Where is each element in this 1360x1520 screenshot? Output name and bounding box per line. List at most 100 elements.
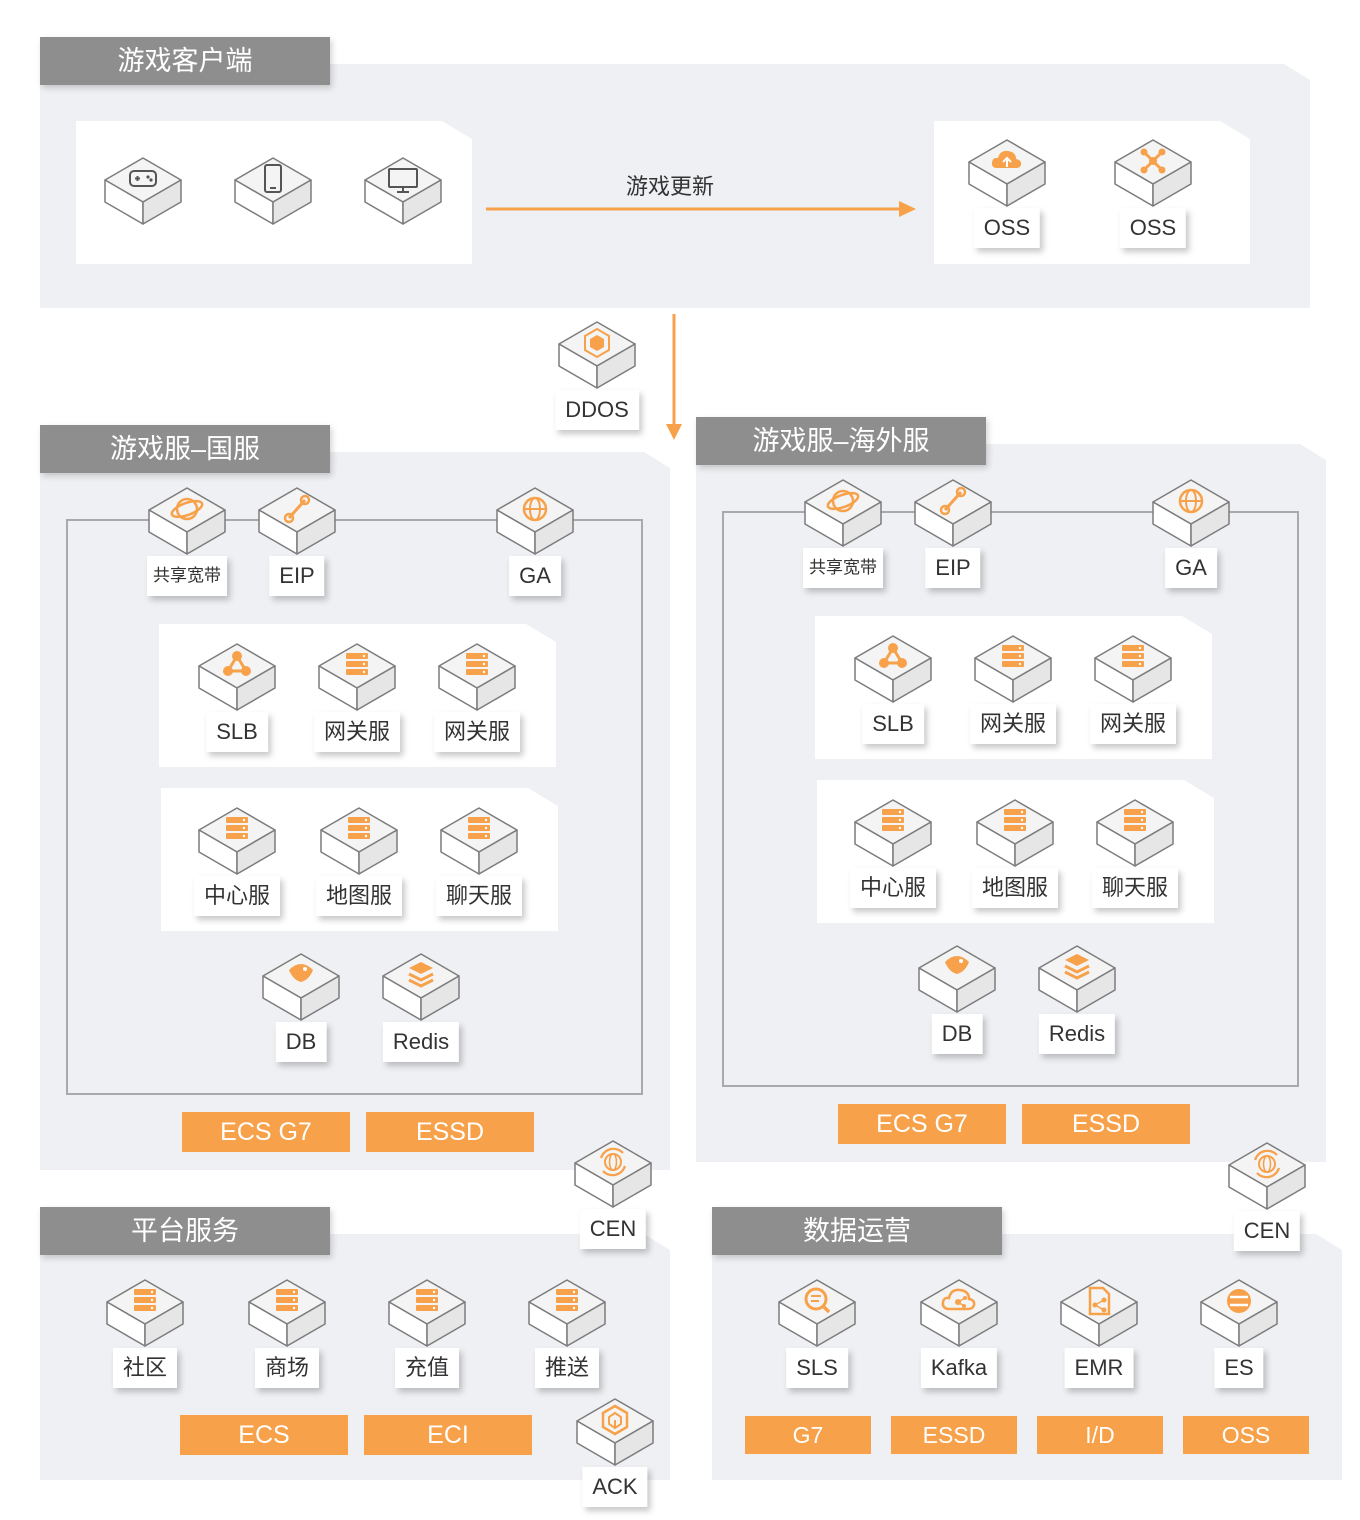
- phone-icon: [231, 154, 315, 230]
- platform-recharge-node[interactable]: 充值: [385, 1276, 469, 1388]
- node-label: OSS: [973, 208, 1041, 248]
- server-icon: [1091, 632, 1175, 708]
- cn-ga-node[interactable]: GA: [493, 484, 577, 596]
- globe-cycle-icon: [571, 1137, 655, 1213]
- overseas-redis-node[interactable]: Redis: [1035, 942, 1119, 1054]
- globe-cycle-icon: [1225, 1139, 1309, 1215]
- node-label: 地图服: [315, 876, 403, 916]
- gamepad-node[interactable]: [101, 154, 185, 230]
- node-label: 社区: [112, 1348, 178, 1388]
- node-label: ACK: [582, 1467, 648, 1507]
- node-label: SLB: [862, 704, 924, 744]
- ops-tag-oss: OSS: [1183, 1416, 1309, 1454]
- cn-center-node[interactable]: 中心服: [193, 804, 281, 916]
- oss-node-2[interactable]: OSS: [1111, 136, 1195, 248]
- link-icon: [255, 484, 339, 560]
- orbit-icon: [801, 476, 885, 552]
- platform-tag-eci: ECI: [364, 1415, 532, 1455]
- database-icon: [915, 942, 999, 1018]
- overseas-tag-ecs: ECS G7: [838, 1104, 1006, 1144]
- overseas-server-title: 游戏服–海外服: [696, 417, 986, 465]
- document-share-icon: [1057, 1276, 1141, 1352]
- node-label: 网关服: [313, 712, 401, 752]
- globe-icon: [1149, 476, 1233, 552]
- platform-mall-node[interactable]: 商场: [245, 1276, 329, 1388]
- overseas-eip-node[interactable]: EIP: [911, 476, 995, 588]
- node-label: GA: [509, 556, 561, 596]
- server-icon: [437, 804, 521, 880]
- overseas-ga-node[interactable]: GA: [1149, 476, 1233, 588]
- overseas-db-node[interactable]: DB: [915, 942, 999, 1054]
- cn-gateway-node-1[interactable]: 网关服: [313, 640, 401, 752]
- node-label: 充值: [394, 1348, 460, 1388]
- node-label: EMR: [1064, 1348, 1134, 1388]
- ops-sls-node[interactable]: SLS: [775, 1276, 859, 1388]
- overseas-bandwidth-node[interactable]: 共享宽带: [801, 476, 885, 588]
- platform-title: 平台服务: [40, 1207, 330, 1255]
- cn-gateway-node-2[interactable]: 网关服: [433, 640, 521, 752]
- overseas-center-node[interactable]: 中心服: [849, 796, 937, 908]
- phone-node[interactable]: [231, 154, 315, 230]
- node-label: 地图服: [971, 868, 1059, 908]
- node-label: 共享宽带: [147, 556, 227, 596]
- link-icon: [911, 476, 995, 552]
- node-label: 推送: [534, 1348, 600, 1388]
- cn-tag-ecs: ECS G7: [182, 1112, 350, 1152]
- node-label: 商场: [254, 1348, 320, 1388]
- ops-tag-essd: ESSD: [891, 1416, 1017, 1454]
- game-update-arrow: [486, 201, 916, 217]
- ddos-down-arrow: [666, 314, 682, 440]
- server-icon: [435, 640, 519, 716]
- node-label: SLB: [206, 712, 268, 752]
- ddos-node[interactable]: DDOS: [555, 318, 639, 430]
- client-section-title: 游戏客户端: [40, 37, 330, 85]
- cn-tag-essd: ESSD: [366, 1112, 534, 1152]
- server-icon: [317, 804, 401, 880]
- node-label: 聊天服: [1091, 868, 1179, 908]
- server-icon: [525, 1276, 609, 1352]
- platform-community-node[interactable]: 社区: [103, 1276, 187, 1388]
- node-label: 中心服: [193, 876, 281, 916]
- node-label: Redis: [382, 1022, 460, 1062]
- overseas-map-node[interactable]: 地图服: [971, 796, 1059, 908]
- overseas-gateway-node-1[interactable]: 网关服: [969, 632, 1057, 744]
- ops-tag-g7: G7: [745, 1416, 871, 1454]
- monitor-node[interactable]: [361, 154, 445, 230]
- cen-left-node[interactable]: CEN: [571, 1137, 655, 1249]
- cn-chat-node[interactable]: 聊天服: [435, 804, 523, 916]
- platform-push-node[interactable]: 推送: [525, 1276, 609, 1388]
- ack-node[interactable]: ACK: [573, 1395, 657, 1507]
- cn-map-node[interactable]: 地图服: [315, 804, 403, 916]
- ops-es-node[interactable]: ES: [1197, 1276, 1281, 1388]
- cloud-nodes-icon: [917, 1276, 1001, 1352]
- overseas-chat-node[interactable]: 聊天服: [1091, 796, 1179, 908]
- game-update-label: 游戏更新: [626, 174, 715, 199]
- server-icon: [315, 640, 399, 716]
- node-label: CEN: [1233, 1211, 1301, 1251]
- ops-kafka-node[interactable]: Kafka: [917, 1276, 1001, 1388]
- cn-db-node[interactable]: DB: [259, 950, 343, 1062]
- ops-title: 数据运营: [712, 1207, 1002, 1255]
- cn-eip-node[interactable]: EIP: [255, 484, 339, 596]
- cen-right-node[interactable]: CEN: [1225, 1139, 1309, 1251]
- gamepad-icon: [101, 154, 185, 230]
- ops-emr-node[interactable]: EMR: [1057, 1276, 1141, 1388]
- oss-node-1[interactable]: OSS: [965, 136, 1049, 248]
- overseas-slb-node[interactable]: SLB: [851, 632, 935, 744]
- cn-slb-node[interactable]: SLB: [195, 640, 279, 752]
- search-engine-icon: [1197, 1276, 1281, 1352]
- node-label: GA: [1165, 548, 1217, 588]
- server-icon: [971, 632, 1055, 708]
- node-label: 网关服: [1089, 704, 1177, 744]
- server-icon: [103, 1276, 187, 1352]
- overseas-gateway-node-2[interactable]: 网关服: [1089, 632, 1177, 744]
- node-label: DB: [275, 1022, 327, 1062]
- node-label: EIP: [269, 556, 325, 596]
- cn-server-title: 游戏服–国服: [40, 425, 330, 473]
- node-label: Redis: [1038, 1014, 1116, 1054]
- cn-redis-node[interactable]: Redis: [379, 950, 463, 1062]
- cn-bandwidth-node[interactable]: 共享宽带: [145, 484, 229, 596]
- node-label: DB: [931, 1014, 983, 1054]
- cube-shield-icon: [555, 318, 639, 394]
- overseas-tag-essd: ESSD: [1022, 1104, 1190, 1144]
